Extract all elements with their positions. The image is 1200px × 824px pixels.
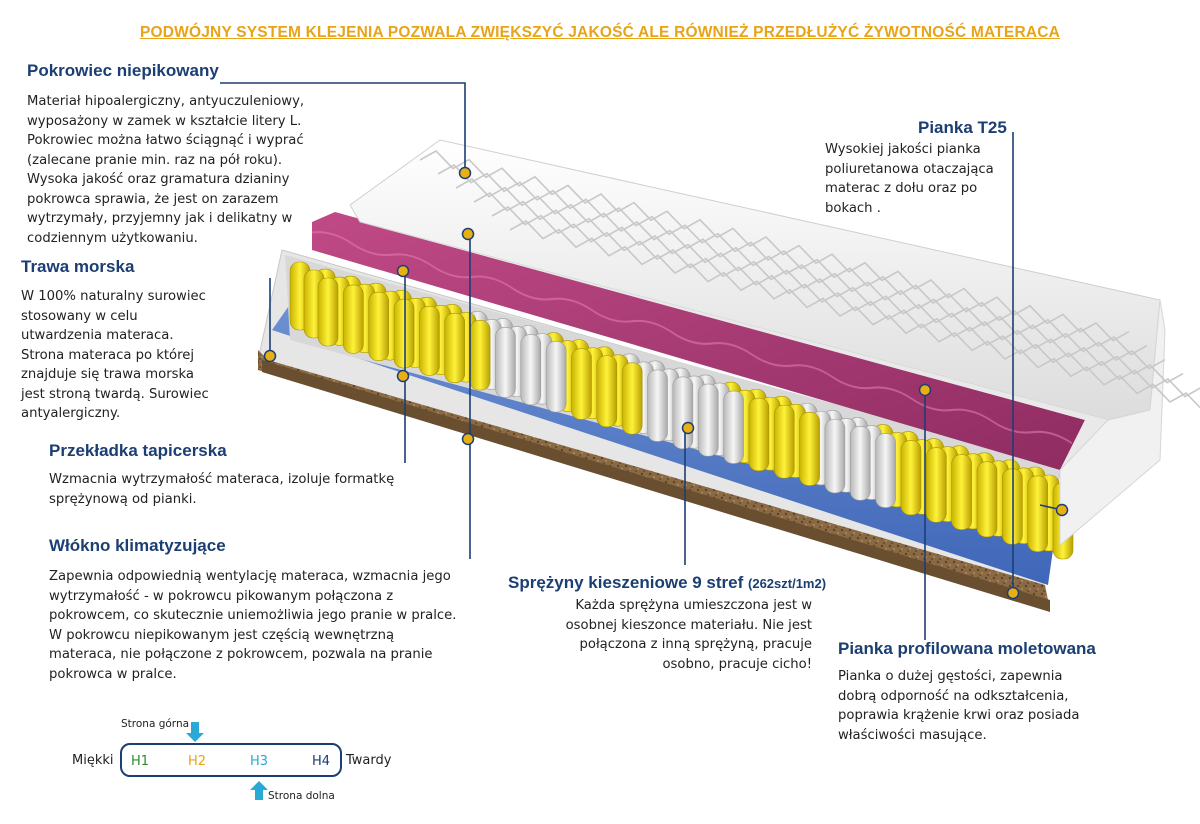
pocket-spring [799,412,820,486]
pocket-spring [596,355,618,428]
scale-top-label: Strona górna [121,718,190,730]
scale-right-label: Twardy [346,753,392,768]
pocket-spring [621,362,643,435]
pocket-spring [647,369,668,442]
pocket-spring [393,298,415,369]
pocket-spring [697,383,719,457]
pocket-spring [875,433,896,508]
scale-left-label: Miękki [72,753,114,768]
pocket-spring [976,461,998,538]
scale-level-h2: H2 [188,754,207,769]
pocket-spring [925,447,947,523]
przekladka-title: Przekładka tapicerska [49,441,227,460]
pocket-spring [545,341,567,413]
pocket-spring [368,291,389,361]
banner-headline: PODWÓJNY SYSTEM KLEJENIA POZWALA ZWIĘKSZ… [139,24,1061,41]
pocket-spring [849,426,871,501]
pocket-spring [520,334,542,406]
quilt-stitch [509,219,1200,409]
quilt-stitch [419,149,1130,342]
pocket-spring [951,454,972,530]
pocket-spring [469,320,491,391]
pocket-spring [444,313,466,384]
pocket-spring [723,390,744,464]
pocket-spring [748,397,770,472]
scale-level-h4: H4 [312,754,331,769]
scale-arrows [186,722,268,800]
pianka-prof-title: Pianka profilowana moletowana [838,639,1096,658]
pocket-spring [773,404,795,479]
scale-level-h1: H1 [131,754,150,769]
wlokno-desc: Zapewnia odpowiednią wentylację materaca… [49,569,457,682]
pokrowiec-title: Pokrowiec niepikowany [27,61,219,80]
pocket-spring [419,305,440,376]
pocket-spring [900,440,922,516]
pocket-spring [1027,475,1048,552]
pianka-t25-title: Pianka T25 [918,118,1007,137]
pocket-spring [571,348,592,420]
quilt-stitch [491,205,1200,398]
wlokno-title: Włókno klimatyzujące [49,536,226,555]
pocket-spring [672,376,694,450]
hardness-scale [120,743,342,777]
pocket-spring [343,284,364,354]
sprezyny-title-suffix: (262szt/1m2) [748,576,827,591]
sprezyny-title: Sprężyny kieszeniowe 9 stref (262szt/1m2… [508,573,827,592]
przekladka-desc: Wzmacnia wytrzymałość materaca, izoluje … [49,472,395,507]
scale-level-h3: H3 [250,754,269,769]
pocket-spring [824,419,846,494]
spring-rows [289,261,1074,560]
scale-bottom-label: Strona dolna [268,790,335,802]
quilt-stitch [473,191,1184,384]
pocket-spring [495,327,516,398]
quilt-stitch [455,177,1166,370]
pocket-spring [317,277,339,347]
trawa-title: Trawa morska [21,257,135,276]
quilt-stitch [437,163,1148,356]
pokrowiec-desc: Materiał hipoalergiczny, antyuczuleniowy… [27,94,305,246]
